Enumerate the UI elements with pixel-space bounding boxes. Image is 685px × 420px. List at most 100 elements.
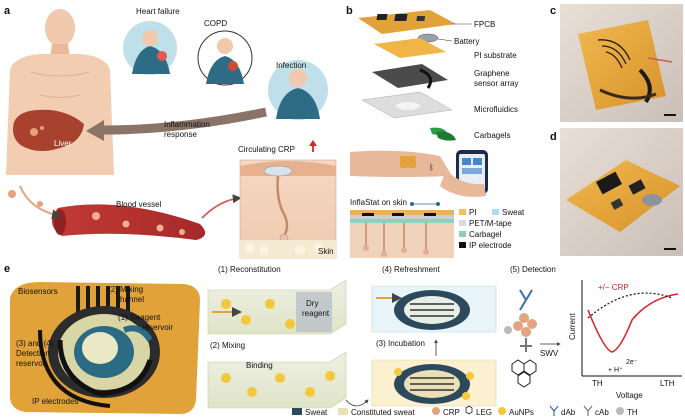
layer-label-pi: PI substrate [474,51,517,60]
panel-d: d [550,128,683,256]
dry-reagent-line2: reagent [302,309,330,318]
legend-e-constituted: Constituted sweat [351,408,415,417]
layer-label-battery: Battery [454,37,479,46]
swv-x-label: Voltage [616,391,643,400]
legend-e-crp: CRP [443,408,460,417]
layer-label-microfluidics: Microfluidics [474,105,518,114]
legend-b-pet: PET/M-tape [469,219,512,228]
mixing-channel-line2: channel [116,295,144,304]
step-5-label: (5) Detection [510,265,556,274]
blood-vessel [51,204,206,240]
detection-reservoir-line3: reservoir [16,359,47,368]
panel-b-letter: b [346,5,353,17]
fpcb-board [566,160,680,232]
detection-reservoir-line1: (3) and (4) [16,339,54,348]
panel-e: e Biosensors (2) Mixing channel (1) Reag… [4,263,682,417]
vessel-to-skin-arrow [201,194,242,219]
flow-arrow [19,185,62,220]
dry-reagent-line1: Dry [306,299,318,308]
legend-e-leg: LEG [476,408,492,417]
step-1-label: (1) Reconstitution [218,265,281,274]
human-body [6,9,114,175]
detection-reservoir-label: (3) and (4) Detection reservoir [16,339,56,368]
legend-e-aunps: AuNPs [509,408,534,417]
swv-reaction-label: + H⁺ [608,367,623,374]
arm-with-phone [350,150,488,197]
condition-infection [268,60,328,120]
step-4-box [371,285,497,333]
legend-e-cab: cAb [595,408,609,417]
graphene-label-line1: Graphene [474,69,510,78]
bluetooth-icon: ᛒ [429,163,434,172]
reagent-reservoir-line1: (1) Reagent [118,313,161,322]
legend-e: Sweat Constituted sweat CRP LEG AuNPs dA… [292,405,638,417]
scale-bar-d [664,248,676,250]
swv-curve-crp-positive [587,293,679,353]
liver-label: Liver [54,139,72,148]
legend-b-carbagel: Carbagel [469,230,502,239]
layer-label-fpcb: FPCB [474,20,495,29]
swv-curve-crp-negative [587,292,673,319]
dry-reagent-label: Dry reagent [302,299,330,318]
liver [13,109,84,151]
binding-label: Binding [246,361,273,370]
coin-battery [642,194,662,206]
reagent-reservoir-label: (1) Reagent reservoir [118,313,173,332]
mixing-channel-line1: (2) Mixing [108,285,143,294]
step-2-label: (2) Mixing [210,341,245,350]
layer-microfluidics [361,91,453,119]
condition-label-infection: Infection [276,61,306,70]
biosensor-board [10,282,200,414]
leader-line [437,38,453,42]
inflammation-label: Inflammation response [164,120,212,139]
chip [610,198,624,210]
legend-b: PI Sweat PET/M-tape Carbagel IP electrod… [459,208,525,250]
legend-b-sweat: Sweat [502,208,525,217]
device-patch [578,20,666,110]
detection-reservoir-line2: Detection [16,349,50,358]
inflammation-arrow [103,107,267,135]
step-2-to-3-arrow [345,399,369,407]
layer-graphene-array [372,64,448,89]
swv-electrons-label: 2e⁻ [626,359,638,366]
swv-lth-label: LTH [660,379,675,388]
panel-a: a Liver Heart failure [4,5,337,259]
panel-e-letter: e [4,263,10,275]
legend-e-sweat: Sweat [305,408,328,417]
crp-label: Circulating CRP [238,145,295,154]
detection-complex [504,289,537,388]
panel-b: b FPCB Battery PI substrate Graphene sen… [346,5,525,258]
chip [628,179,646,195]
electrode-arc [638,68,652,104]
step-1-box [207,279,347,335]
legend-e-dab: dAb [561,408,576,417]
condition-heart-failure [123,21,177,75]
skin-label: Skin [318,247,334,256]
panel-a-letter: a [4,5,11,17]
swv-y-label: Current [568,313,577,340]
layer-pi-substrate [374,38,446,58]
layer-label-carbagels: Carbagels [474,131,510,140]
ip-electrodes-label: IP electrodes [32,397,79,406]
crp-up-arrow-head [309,140,317,146]
inflammation-label-line2: response [164,130,197,139]
inflastat-label: InflaStat on skin [350,198,407,207]
layer-label-graphene: Graphene sensor array [474,69,518,88]
step-3-box [371,359,497,407]
tweezer [647,57,673,63]
crp-molecule [37,201,43,207]
panel-c: c [550,4,683,122]
swv-label: SWV [540,349,559,358]
legend-b-pi: PI [469,208,477,217]
layer-fpcb [358,10,456,34]
step-2-box [207,351,347,409]
panel-d-letter: d [550,131,557,143]
swv-plot [581,280,682,377]
condition-label-copd: COPD [204,19,227,28]
mixing-channel-label: (2) Mixing channel [108,285,145,304]
step-3-label: (3) Incubation [376,339,425,348]
reagent-reservoir-line2: reservoir [142,323,173,332]
biosensors-label: Biosensors [18,287,58,296]
swv-curve-label: +/− CRP [598,283,629,292]
